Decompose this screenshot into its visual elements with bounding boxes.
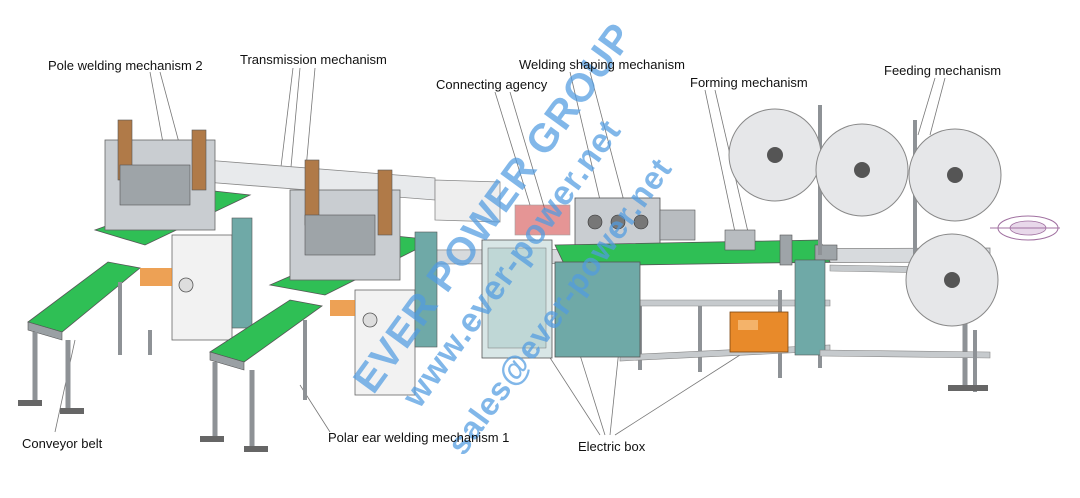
label-welding-shaping: Welding shaping mechanism [519,57,685,72]
forming-unit [724,229,838,356]
conveyor-center [200,299,323,452]
label-electric-box: Electric box [578,439,646,454]
label-forming: Forming mechanism [690,75,808,90]
label-conveyor: Conveyor belt [22,436,103,451]
label-feeding: Feeding mechanism [884,63,1002,78]
label-polar-ear: Polar ear welding mechanism 1 [328,430,510,445]
conveyor-left [18,261,141,414]
electric-boxes [481,239,789,359]
welding-unit-left [93,119,253,355]
label-connecting: Connecting agency [436,77,548,92]
label-pole-welding: Pole welding mechanism 2 [48,58,203,73]
leader-lines [54,67,946,436]
label-transmission: Transmission mechanism [240,52,387,67]
welding-unit-center [268,159,438,396]
feeding-rack [728,105,1060,392]
